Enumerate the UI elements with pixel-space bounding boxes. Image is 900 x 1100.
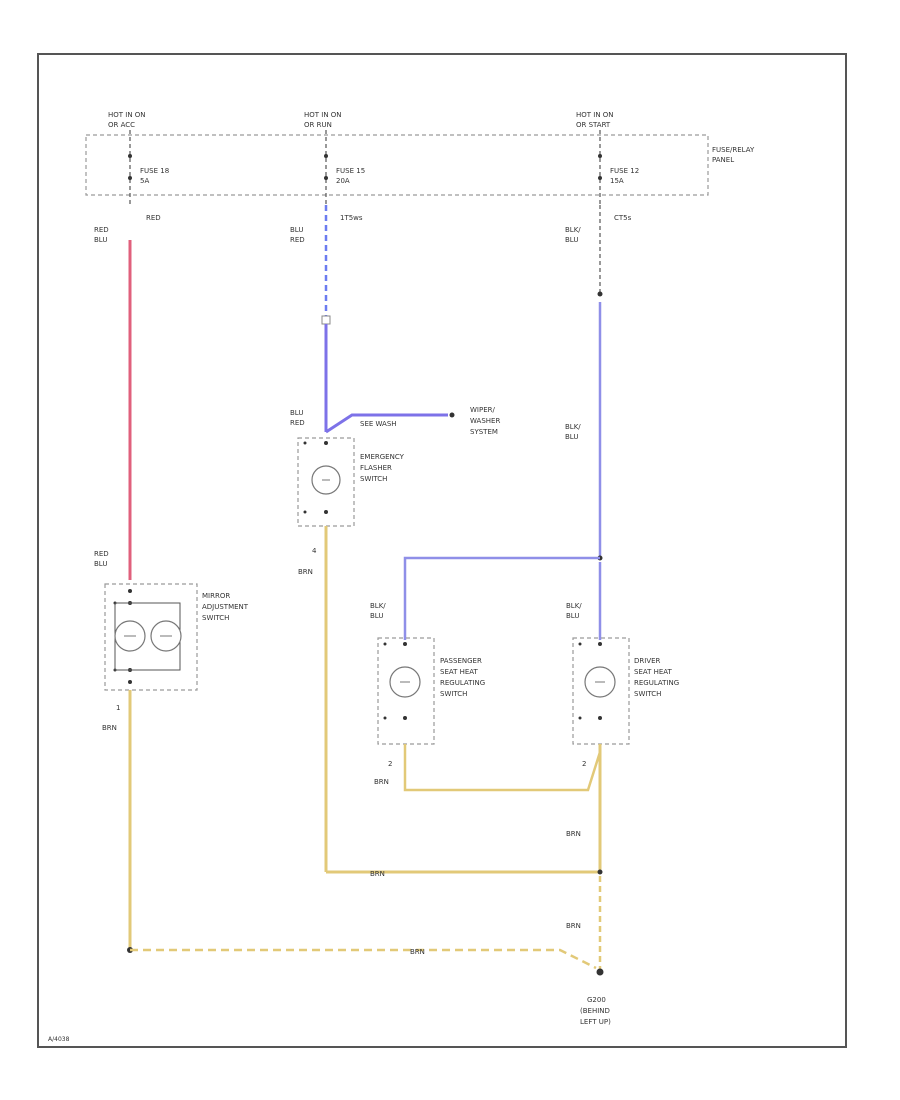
pass-pin: 2 bbox=[388, 760, 392, 768]
drv-in-color-a: BLK/ bbox=[566, 602, 582, 610]
mirror-label-a: MIRROR bbox=[202, 592, 230, 600]
wire3c-color-a: BLK/ bbox=[565, 423, 581, 431]
fuse-12-label: FUSE 12 bbox=[610, 167, 639, 175]
wire-blk-blu-branch bbox=[403, 556, 600, 640]
ground-label-b: (BEHIND bbox=[580, 1007, 610, 1015]
hot-label-1a: HOT IN ON bbox=[108, 111, 146, 119]
brn-right1: BRN bbox=[566, 830, 581, 838]
pass-in-color-b: BLU bbox=[370, 612, 383, 620]
brn-right2: BRN bbox=[566, 922, 581, 930]
fuse-relay-panel-box bbox=[85, 134, 709, 196]
pass-in-color-a: BLK/ bbox=[370, 602, 386, 610]
wiper-connector-label: SEE WASH bbox=[360, 420, 397, 428]
pass-out-color: BRN bbox=[374, 778, 389, 786]
wire2c-color-a: BLU bbox=[290, 409, 303, 417]
pass-label-c: REGULATING bbox=[440, 679, 485, 687]
hot-label-3a: HOT IN ON bbox=[576, 111, 614, 119]
emergency-flasher-switch: EMERGENCY FLASHER SWITCH bbox=[297, 437, 405, 527]
wire1-color-a: RED bbox=[94, 226, 109, 234]
fuse-18: FUSE 18 5A bbox=[128, 154, 169, 185]
fuse-12-rating: 15A bbox=[610, 177, 624, 185]
driver-seat-heat-switch: DRIVER SEAT HEAT REGULATING SWITCH bbox=[572, 637, 679, 745]
hot-label-2a: HOT IN ON bbox=[304, 111, 342, 119]
fuse-18-label: FUSE 18 bbox=[140, 167, 169, 175]
mirror-pin: 1 bbox=[116, 704, 120, 712]
corner-code: A/4038 bbox=[48, 1036, 70, 1043]
mirror-label-c: SWITCH bbox=[202, 614, 229, 622]
brn-bottom: BRN bbox=[410, 948, 425, 956]
emergency-label-a: EMERGENCY bbox=[360, 453, 405, 461]
mirror-in-color-b: BLU bbox=[94, 560, 107, 568]
wire1-size: RED bbox=[146, 214, 161, 222]
wire-brn-dashed-bottom bbox=[130, 948, 597, 970]
wiper-label-a: WIPER/ bbox=[470, 406, 495, 414]
wire4-pin: 4 bbox=[312, 547, 317, 555]
diagram-frame bbox=[37, 53, 847, 1048]
hot-label-3b: OR START bbox=[576, 121, 611, 129]
wiper-label-c: SYSTEM bbox=[470, 428, 498, 436]
hot-label-1b: OR ACC bbox=[108, 121, 135, 129]
wire2c-color-b: RED bbox=[290, 419, 305, 427]
wire2-size: 1T5ws bbox=[340, 214, 363, 222]
drv-label-b: SEAT HEAT bbox=[634, 668, 673, 676]
fuse-18-rating: 5A bbox=[140, 177, 149, 185]
mirror-out-color: BRN bbox=[102, 724, 117, 732]
wiper-label-b: WASHER bbox=[470, 417, 500, 425]
pass-label-b: SEAT HEAT bbox=[440, 668, 479, 676]
wire-to-wiper bbox=[325, 413, 448, 434]
drv-label-a: DRIVER bbox=[634, 657, 661, 665]
mirror-label-b: ADJUSTMENT bbox=[202, 603, 249, 611]
drv-label-d: SWITCH bbox=[634, 690, 661, 698]
wire3-color-b: BLU bbox=[565, 236, 578, 244]
emergency-label-b: FLASHER bbox=[360, 464, 392, 472]
pass-label-d: SWITCH bbox=[440, 690, 467, 698]
drv-pin: 2 bbox=[582, 760, 586, 768]
wire3c-color-b: BLU bbox=[565, 433, 578, 441]
ground-label-c: LEFT UP) bbox=[580, 1018, 611, 1026]
mirror-adjustment-switch: MIRROR ADJUSTMENT SWITCH bbox=[104, 583, 249, 691]
pass-label-a: PASSENGER bbox=[440, 657, 482, 665]
wire4-color: BRN bbox=[298, 568, 313, 576]
wire3-color-a: BLK/ bbox=[565, 226, 581, 234]
drv-in-color-b: BLU bbox=[566, 612, 579, 620]
wire2-color-b: RED bbox=[290, 236, 305, 244]
wire3-size: CT5s bbox=[614, 214, 632, 222]
brn-mid: BRN bbox=[370, 870, 385, 878]
passenger-seat-heat-switch: PASSENGER SEAT HEAT REGULATING SWITCH bbox=[377, 637, 485, 745]
mirror-in-color-a: RED bbox=[94, 550, 109, 558]
wire1-color-b: BLU bbox=[94, 236, 107, 244]
wire-brn-passenger bbox=[403, 744, 602, 792]
emergency-label-c: SWITCH bbox=[360, 475, 387, 483]
fuse-15-label: FUSE 15 bbox=[336, 167, 365, 175]
drv-label-c: REGULATING bbox=[634, 679, 679, 687]
fuse-12: FUSE 12 15A bbox=[598, 154, 639, 185]
fuse-15-rating: 20A bbox=[336, 177, 350, 185]
ground-label-a: G200 bbox=[587, 996, 606, 1004]
wire2-color-a: BLU bbox=[290, 226, 303, 234]
fuse-panel-label-a: FUSE/RELAY bbox=[712, 146, 755, 154]
fuse-panel-label-b: PANEL bbox=[712, 156, 734, 164]
hot-label-2b: OR RUN bbox=[304, 121, 332, 129]
fuse-15: FUSE 15 20A bbox=[324, 154, 365, 185]
